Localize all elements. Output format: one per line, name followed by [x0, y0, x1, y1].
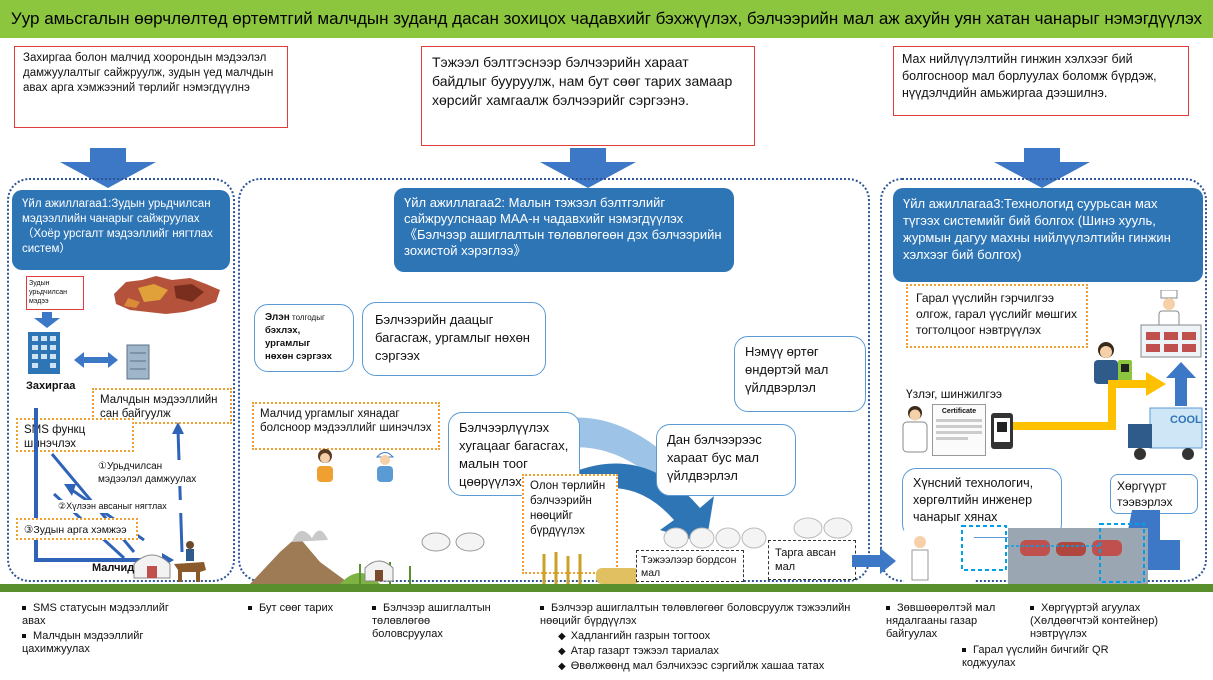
- bullet-list-activity-2b: Бэлчээр ашиглалтын төлөвлөгөө боловсруул…: [372, 602, 498, 641]
- bullet-list-activity-3b: Хөргүүртэй агуулах (Хөлдөөгчтэй контейне…: [1030, 602, 1206, 641]
- list-item: Бэлчээр ашиглалтын төлөвлөгөө боловсруул…: [372, 602, 498, 641]
- step-1-label: ①Урьдчилсан мэдээлэл дамжуулах: [98, 460, 208, 486]
- up-arrow-icon: [1166, 362, 1196, 406]
- ger-icon: [364, 560, 394, 582]
- list-item: Малчдын мэдээллийг цахимжуулах: [22, 630, 172, 656]
- herder-woman-icon: [317, 449, 333, 482]
- activity-2-title: Үйл ажиллагаа2: Малын тэжээл бэлтгэлийг …: [394, 188, 734, 272]
- down-arrow-icon: [994, 148, 1090, 188]
- independent-production-bubble: Дан бэлчээрээс хараат бус мал үйлдвэрлэл: [656, 424, 796, 496]
- bullet-list-activity-3c: Гарал үүслийн бичгийг QR коджуулах: [962, 644, 1112, 670]
- bullet-list-activity-1: SMS статусын мэдээллийг авах Малчдын мэд…: [22, 602, 172, 656]
- restore-hills-line-3: нөхөн сэргээх: [265, 351, 332, 362]
- ground-line: [0, 584, 1213, 592]
- flow-arrow-orange: [996, 372, 1166, 430]
- list-item: Гарал үүслийн бичгийг QR коджуулах: [962, 644, 1112, 670]
- cold-transport-label: Хөргүүрт тээвэрлэх: [1110, 474, 1198, 514]
- activity-3-heading: Үйл ажиллагаа3:Технологид суурьсан мах т…: [903, 196, 1171, 262]
- list-item: ◆Хадлангийн газрын тогтоох: [558, 630, 711, 642]
- sheep-group: [793, 517, 853, 539]
- admin-label: Захиргаа: [26, 380, 76, 392]
- restore-hills-line-1: бэхлэх,: [265, 325, 301, 336]
- herder-label: Малчид: [92, 562, 135, 574]
- bullet-text: Өвөлжөөнд мал бэлчихээс сэргийлж хашаа т…: [570, 660, 825, 672]
- activity-1-subheading: （Хоёр урсгалт мэдээллийг нягтлах систем）: [22, 228, 213, 255]
- sheep-group: [663, 527, 767, 549]
- down-arrow-icon: [34, 312, 60, 328]
- customer-phone-icon: [1094, 342, 1132, 384]
- restore-hills-bubble: Элэн толгодыг бэхлэх, ургамлыг нөхөн сэр…: [254, 304, 354, 372]
- bullet-text: Гарал үүслийн бичгийг QR коджуулах: [962, 644, 1109, 669]
- sms-update-box: SMS функц шинэчлэх: [16, 418, 134, 452]
- bullet-text: Атар газарт тэжээл тариалах: [570, 645, 719, 657]
- activity-2-section: [238, 178, 870, 582]
- grazing-capacity-bubble: Бэлчээрийн даацыг багасгаж, ургамлыг нөх…: [362, 302, 546, 376]
- list-item: ◆Атар газарт тэжээл тариалах: [558, 645, 719, 657]
- bullet-text: Малчдын мэдээллийг цахимжуулах: [22, 630, 144, 655]
- list-item: Зөвшөөрөлтэй мал нядалгааны газар байгуу…: [886, 602, 1016, 641]
- bullet-list-activity-3a: Зөвшөөрөлтэй мал нядалгааны газар байгуу…: [886, 602, 1016, 641]
- list-item: Бэлчээр ашиглалтын төлөвлөгөөг боловсруу…: [540, 602, 860, 628]
- horse-rider-icon: [174, 541, 206, 582]
- sheep-group: [421, 532, 485, 552]
- origin-certificate-box: Гарал үүслийн гэрчилгээ олгож, гарал үүс…: [906, 284, 1088, 348]
- bullet-text: Бэлчээр ашиглалтын төлөвлөгөө боловсруул…: [372, 602, 491, 640]
- activity-1-heading: Үйл ажиллагаа1:Зудын урьдчилсан мэдээлли…: [22, 198, 211, 225]
- bullet-list-activity-2a: Бут сөөг тарих: [248, 602, 358, 615]
- step-3-label: ③Зудын арга хэмжээ: [16, 518, 138, 540]
- activity-3-title: Үйл ажиллагаа3:Технологид суурьсан мах т…: [893, 188, 1203, 282]
- value-added-bubble: Нэмүү өртөг өндөртэй мал үйлдвэрлэл: [734, 336, 866, 412]
- right-arrow-icon: [852, 548, 896, 574]
- server-icon: [126, 344, 150, 380]
- fodder-resource-box: Олон төрлийн бэлчээрийн нөөцийг бүрдүүлэ…: [522, 474, 618, 574]
- bullet-text: Бэлчээр ашиглалтын төлөвлөгөөг боловсруу…: [540, 602, 851, 627]
- qr-phone-icon: [991, 413, 1013, 449]
- grain-field: [542, 552, 640, 584]
- bullet-text: SMS статусын мэдээллийг авах: [22, 602, 169, 627]
- activity-2-heading: Үйл ажиллагаа2: Малын тэжээл бэлтгэлийг …: [404, 195, 684, 226]
- mongolia-map-image: [114, 276, 220, 314]
- two-way-arrow-icon: [74, 352, 118, 368]
- restore-hills-bold: Элэн: [265, 312, 290, 323]
- tagged-livestock-label: Тарга авсан мал: [768, 540, 856, 580]
- worker-icon: [375, 452, 395, 482]
- ger-icon: [133, 554, 171, 579]
- inspection-label: Үзлэг, шинжилгээ: [906, 387, 1003, 401]
- activity-1-title: Үйл ажиллагаа1:Зудын урьдчилсан мэдээлли…: [12, 190, 230, 270]
- cool-label: COOL: [1170, 414, 1202, 426]
- certificate-title: Certificate: [941, 408, 977, 415]
- page-title: Уур амьсгалын өөрчлөлтөд өртөмтгий малчд…: [0, 0, 1213, 38]
- meat-display-icon: [1140, 324, 1202, 358]
- down-arrow-icon: [540, 148, 636, 188]
- forecast-map-label: Зудын урьдчилсан мэдээ: [26, 276, 84, 310]
- step-2-label: ②Хүлээн авсаныг нягтлах: [58, 500, 188, 513]
- fattened-livestock-label: Тэжээлээр бордсон мал: [636, 550, 744, 582]
- plant-monitoring-box: Малчид ургамлыг хянадаг болсноор мэдээлл…: [252, 402, 440, 450]
- list-item: Хөргүүртэй агуулах (Хөлдөөгчтэй контейне…: [1030, 602, 1206, 641]
- goal-box-3: Мах нийлүүлэлтийн гинжин хэлхээг бий бол…: [893, 46, 1189, 116]
- bullet-list-activity-2c: Бэлчээр ашиглалтын төлөвлөгөөг боловсруу…: [540, 602, 860, 673]
- inspector-icon: [902, 406, 928, 453]
- goal-box-1: Захиргаа болон малчид хоорондын мэдээлэл…: [14, 46, 288, 128]
- down-arrow-icon: [60, 148, 156, 188]
- bullet-text: Хөргүүртэй агуулах (Хөлдөөгчтэй контейне…: [1030, 602, 1159, 640]
- activity-1-section: [7, 178, 235, 582]
- bullet-text: Хадлангийн газрын тогтоох: [570, 630, 711, 642]
- certificate-document: Certificate: [932, 404, 986, 456]
- list-item: Бут сөөг тарих: [248, 602, 358, 615]
- hill-terrain: [250, 530, 411, 584]
- tech-control-bubble: Хүнсний технологич, хөргөлтийн инженер ч…: [902, 468, 1062, 538]
- activity-2-subheading: 《Бэлчээр ашиглалтын төлөвлөгөөн дэх бэлч…: [404, 227, 722, 258]
- restore-hills-line-2: ургамлыг: [265, 338, 311, 349]
- list-item: ◆Өвөлжөөнд мал бэлчихээс сэргийлж хашаа …: [558, 660, 825, 672]
- processing-facility: [904, 510, 1180, 584]
- refrigerated-truck-icon: [1128, 407, 1203, 460]
- bullet-text: Зөвшөөрөлтэй мал нядалгааны газар байгуу…: [886, 602, 996, 640]
- bullet-text: Бут сөөг тарих: [259, 602, 334, 614]
- list-item: SMS статусын мэдээллийг авах: [22, 602, 172, 628]
- building-icon: [28, 332, 60, 374]
- goal-box-2: Тэжээл бэлтгэснээр бэлчээрийн хараат бай…: [421, 46, 755, 146]
- restore-hills-rest: толгодыг: [289, 313, 325, 322]
